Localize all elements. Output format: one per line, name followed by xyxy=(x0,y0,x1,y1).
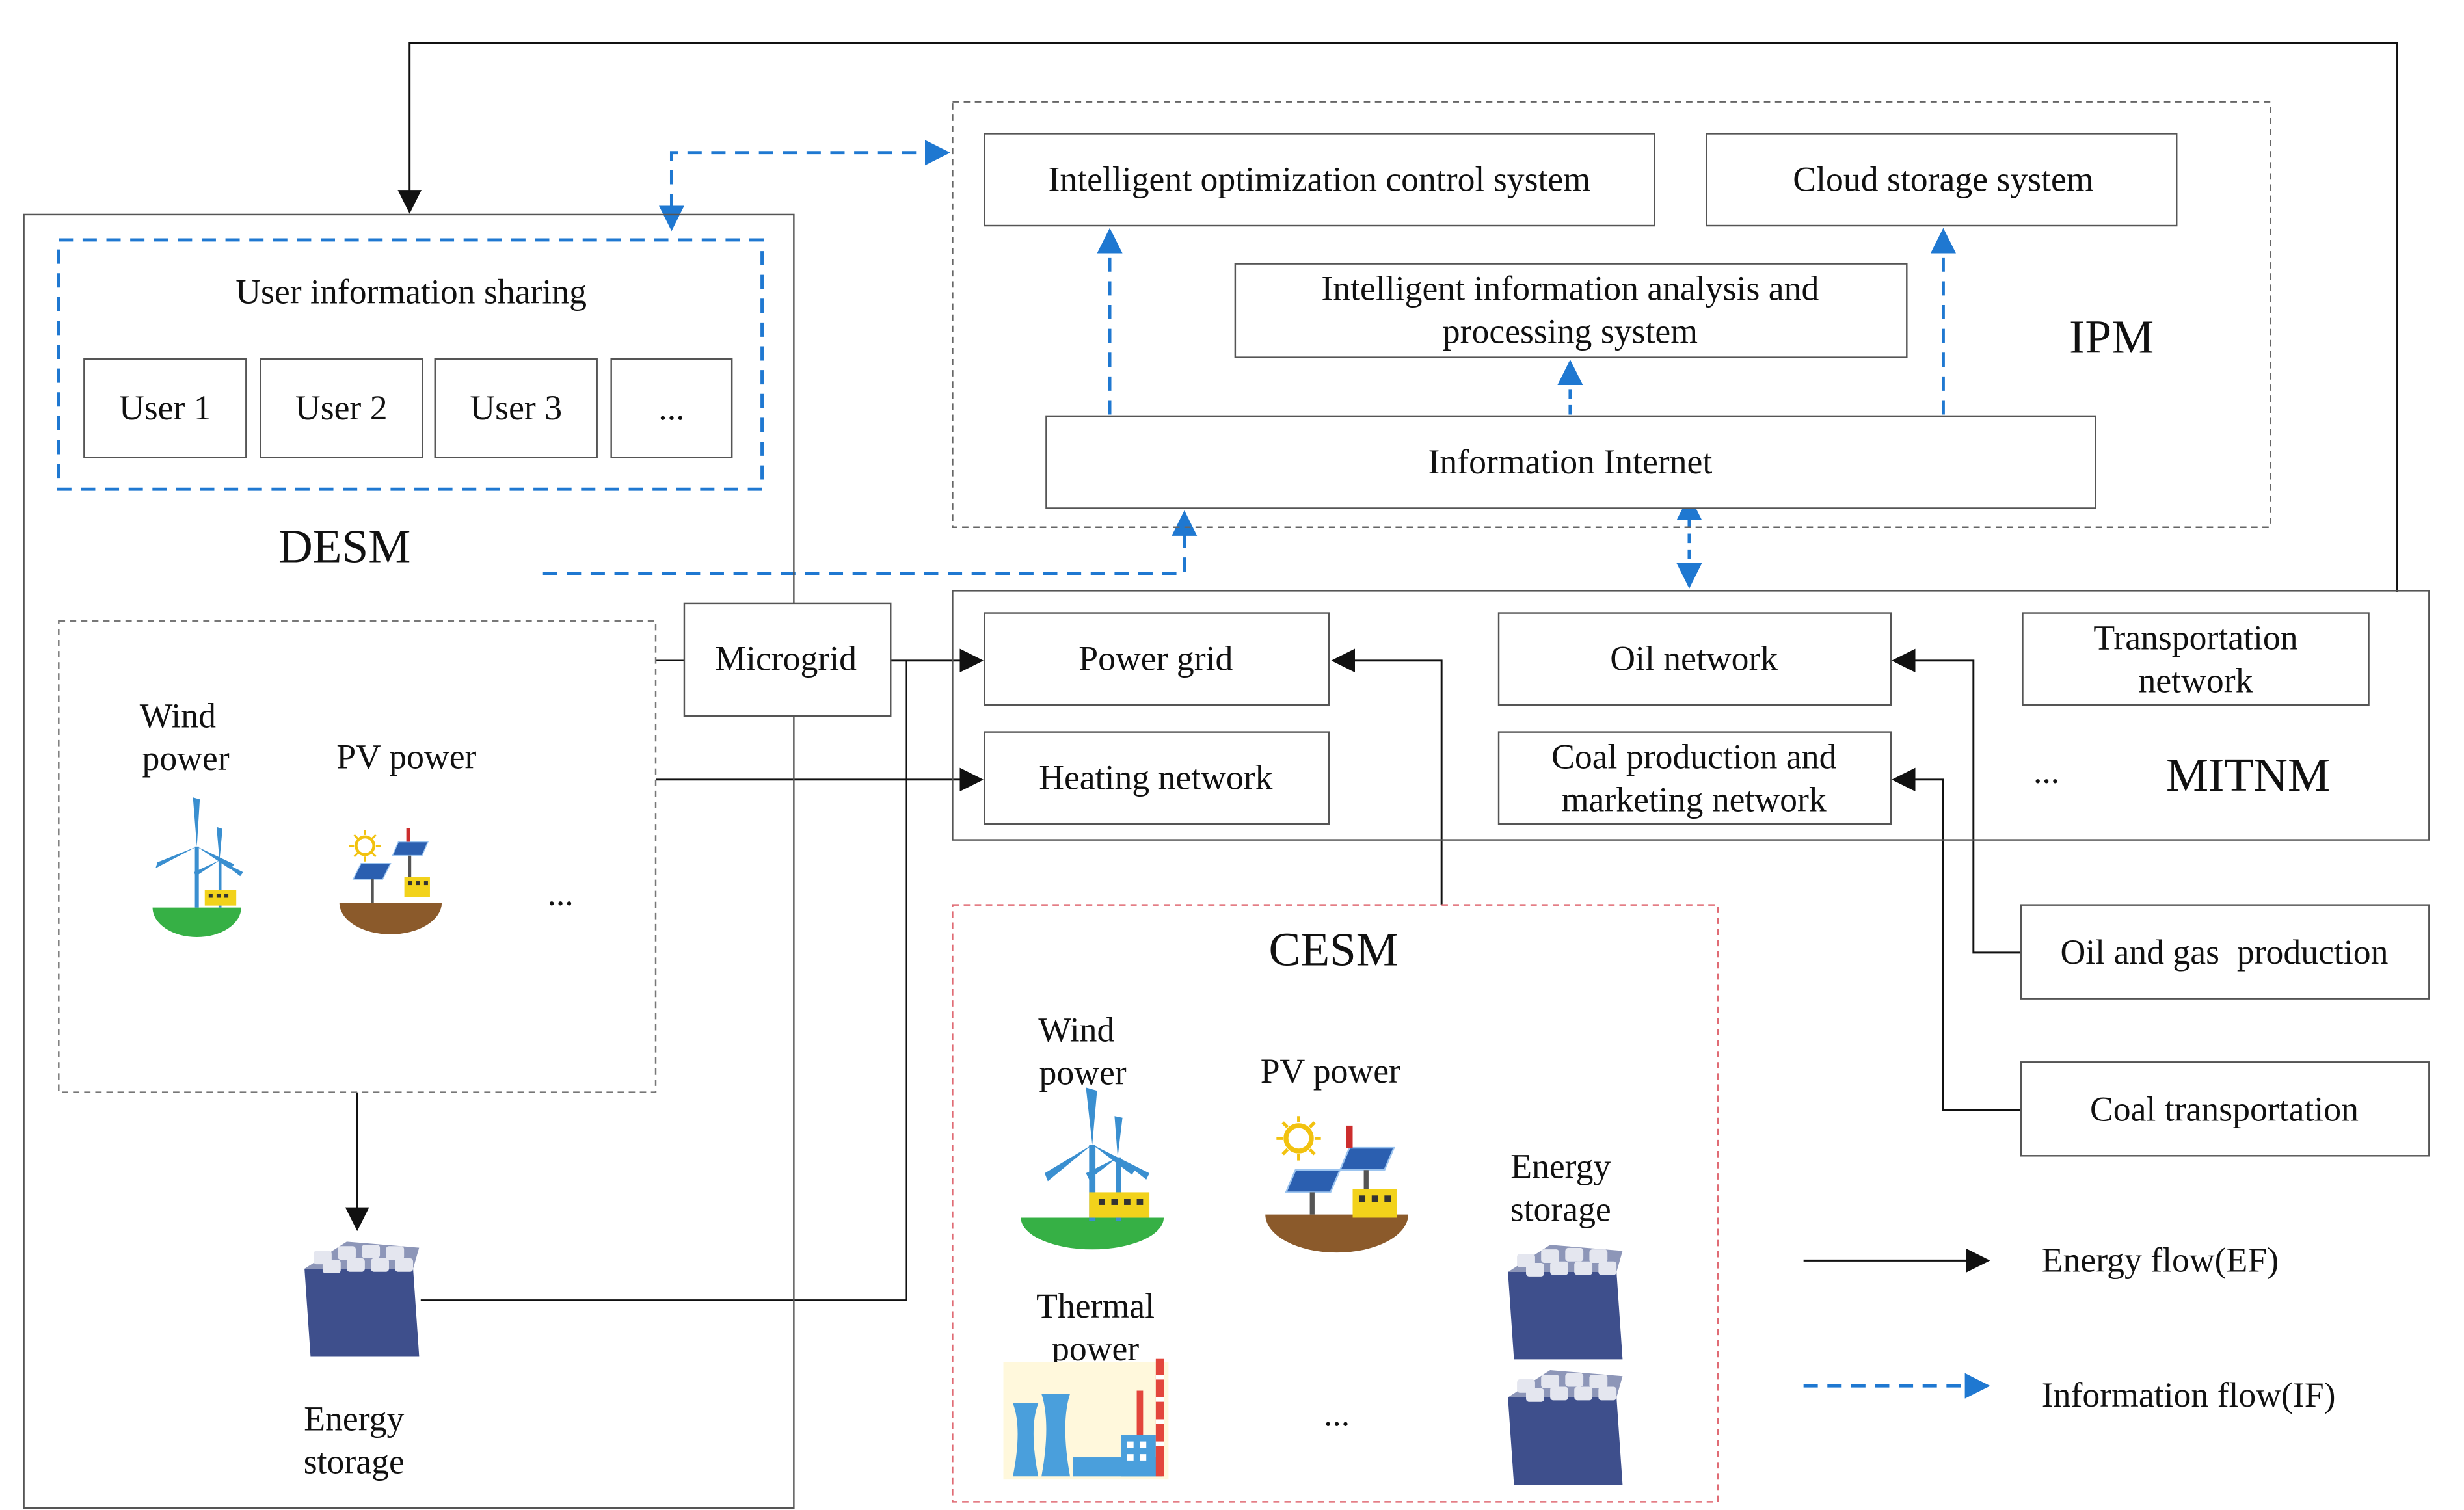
mitnm-ellipsis: ... xyxy=(2033,752,2059,791)
user-label-2: User 2 xyxy=(295,388,388,427)
control-system-label: Intelligent optimization control system xyxy=(1048,159,1590,198)
mitnm-module: Power grid Heating network Oil network C… xyxy=(952,590,2430,841)
microgrid-box xyxy=(683,602,892,717)
desm-title: DESM xyxy=(278,520,410,572)
cloud-storage-box xyxy=(1706,133,2178,227)
transport-network-box xyxy=(2022,612,2370,706)
ef-storage-to-grid xyxy=(420,660,907,1301)
desm-storage-label-1: Energy xyxy=(304,1399,404,1438)
desm-wind-label-2: power xyxy=(142,739,229,778)
desm-storage-label-2: storage xyxy=(304,1442,405,1481)
desm-wind-label-1: Wind xyxy=(140,696,216,735)
cesm-title: CESM xyxy=(1269,923,1399,975)
legend: Energy flow(EF) Information flow(IF) xyxy=(1803,1240,2336,1414)
coal-network-label-1: Coal production and xyxy=(1551,737,1837,776)
cesm-pv-label: PV power xyxy=(1261,1052,1400,1091)
legend-info-flow-label: Information flow(IF) xyxy=(2042,1375,2336,1414)
microgrid-label: Microgrid xyxy=(715,639,857,678)
user-sharing-title: User information sharing xyxy=(235,272,587,311)
heating-network-box xyxy=(984,731,1330,825)
coal-transport-label: Coal transportation xyxy=(2090,1090,2359,1129)
analysis-label-2: processing system xyxy=(1443,312,1698,351)
battery-storage-icon xyxy=(1508,1245,1623,1360)
mitnm-border xyxy=(952,590,2430,841)
wind-turbine-icon xyxy=(1021,1087,1164,1250)
if-desm-to-internet xyxy=(542,510,1198,575)
mitnm-title: MITNM xyxy=(2166,748,2330,801)
ipm-title: IPM xyxy=(2069,310,2154,363)
ef-coaltransport-to-coal-network xyxy=(1892,767,2022,1111)
cesm-storage-label-1: Energy xyxy=(1510,1146,1611,1185)
battery-storage-icon xyxy=(304,1241,420,1357)
user-label-1: User 1 xyxy=(119,388,211,427)
ef-cesm-to-grid xyxy=(1331,648,1443,905)
analysis-system-box xyxy=(1234,263,1908,358)
desm-ellipsis: ... xyxy=(547,874,573,913)
transport-network-label-2: network xyxy=(2139,661,2253,700)
control-system-box xyxy=(984,133,1655,227)
cesm-thermal-label-1: Thermal xyxy=(1036,1286,1155,1325)
coal-network-box xyxy=(1497,731,1892,825)
microgrid-node: Microgrid xyxy=(683,602,892,717)
oil-network-box xyxy=(1497,612,1892,706)
user-box-1 xyxy=(83,358,247,458)
cesm-storage-label-2: storage xyxy=(1510,1189,1611,1228)
desm-border xyxy=(23,213,795,1509)
internet-label: Information Internet xyxy=(1428,442,1712,481)
user-label-more: ... xyxy=(658,388,684,427)
user-box-more xyxy=(610,358,733,458)
legend-energy-flow-label: Energy flow(EF) xyxy=(2042,1240,2279,1279)
ipm-border xyxy=(952,101,2271,528)
cesm-thermal-label-2: power xyxy=(1052,1329,1139,1368)
transport-network-label-1: Transportation xyxy=(2093,618,2297,657)
external-sources: Oil and gas production Coal transportati… xyxy=(2020,904,2430,1157)
internet-box xyxy=(1045,415,2096,509)
coal-transport-box xyxy=(2020,1061,2430,1157)
oil-gas-box xyxy=(2020,904,2430,1000)
if-desm-ipm-bidirectional xyxy=(658,140,951,232)
cesm-ellipsis: ... xyxy=(1324,1394,1350,1433)
power-grid-label: Power grid xyxy=(1078,639,1233,678)
thermal-power-plant-icon xyxy=(1003,1358,1169,1480)
ef-mitnm-to-desm-loop xyxy=(397,42,2398,592)
cloud-storage-label: Cloud storage system xyxy=(1793,159,2093,198)
connectors xyxy=(345,42,2398,1301)
user-box-3 xyxy=(434,358,598,458)
analysis-label-1: Intelligent information analysis and xyxy=(1321,269,1819,308)
heating-network-label: Heating network xyxy=(1039,758,1272,797)
power-grid-box xyxy=(984,612,1330,706)
solar-panel-icon xyxy=(339,828,442,934)
desm-module: User information sharing User 1 User 2 U… xyxy=(23,213,795,1509)
desm-sources-box xyxy=(58,620,657,1093)
wind-turbine-icon xyxy=(152,797,243,938)
oil-gas-label: Oil and gas production xyxy=(2060,933,2388,972)
user-box-2 xyxy=(260,358,423,458)
solar-panel-icon xyxy=(1265,1116,1408,1253)
user-label-3: User 3 xyxy=(470,388,562,427)
cesm-wind-label-2: power xyxy=(1039,1053,1126,1092)
oil-network-label: Oil network xyxy=(1610,639,1778,678)
desm-pv-label: PV power xyxy=(336,737,476,776)
battery-storage-icon xyxy=(1508,1370,1623,1485)
cesm-wind-label-1: Wind xyxy=(1038,1011,1114,1050)
coal-network-label-2: marketing network xyxy=(1562,780,1827,819)
ef-oilgas-to-oil-network xyxy=(1892,648,2022,954)
ipm-module: Intelligent optimization control system … xyxy=(952,101,2271,528)
